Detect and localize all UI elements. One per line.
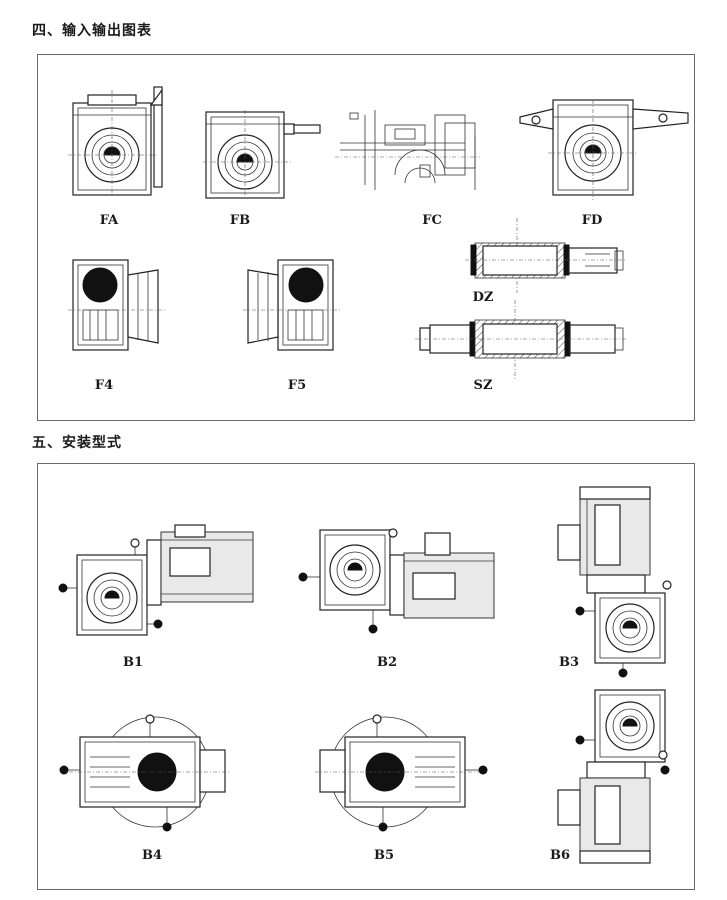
label-b5: B5	[373, 848, 395, 863]
label-fa: FA	[99, 213, 119, 228]
label-sz: SZ	[473, 378, 493, 393]
mount-b6-drawing	[557, 689, 670, 864]
mount-b4-drawing	[59, 714, 230, 832]
gearbox-fa-drawing	[68, 86, 163, 197]
label-f4: F4	[94, 378, 114, 393]
gearbox-f5-drawing	[243, 259, 341, 351]
output-section-title: 四、输入输出图表	[32, 23, 152, 39]
label-fd: FD	[581, 213, 603, 228]
label-f5: F5	[287, 378, 307, 393]
gearbox-f4-drawing	[68, 259, 166, 351]
label-fb: FB	[229, 213, 251, 228]
gearbox-fc-section-drawing	[335, 110, 480, 190]
label-b6: B6	[549, 848, 571, 863]
mount-b2-drawing	[298, 528, 495, 634]
mount-b1-drawing	[58, 524, 254, 636]
shaft-dz-drawing	[465, 218, 627, 293]
mount-b5-drawing	[315, 714, 488, 832]
label-b2: B2	[376, 655, 398, 670]
mount-section-title: 五、安装型式	[32, 435, 122, 451]
label-fc: FC	[422, 213, 442, 228]
label-dz: DZ	[472, 290, 494, 305]
label-b4: B4	[141, 848, 163, 863]
gearbox-fb-drawing	[203, 110, 321, 200]
gearbox-fd-drawing	[519, 99, 689, 200]
label-b1: B1	[122, 655, 144, 670]
label-b3: B3	[558, 655, 580, 670]
mount-b3-drawing	[557, 486, 672, 678]
shaft-sz-drawing	[415, 300, 627, 380]
